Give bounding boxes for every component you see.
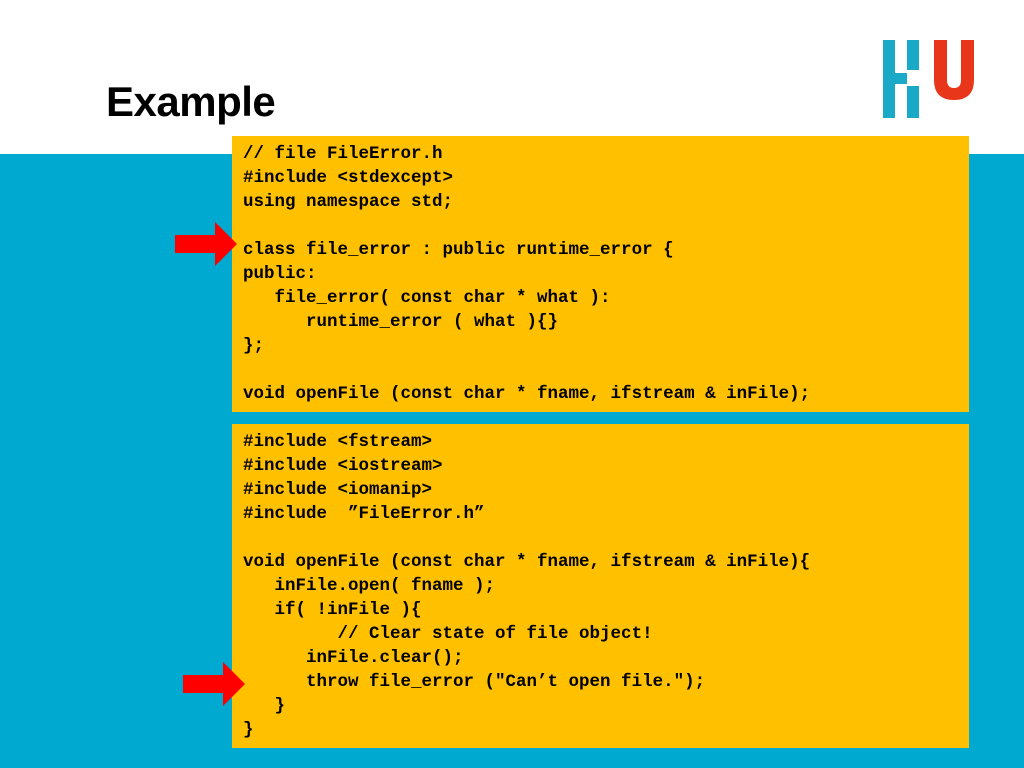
code-block-header: // file FileError.h #include <stdexcept>…	[232, 136, 969, 412]
slide-title: Example	[106, 78, 276, 125]
code-text-header: // file FileError.h #include <stdexcept>…	[243, 144, 811, 404]
red-arrow-icon	[175, 222, 237, 266]
code-text-implementation: #include <fstream> #include <iostream> #…	[243, 432, 811, 740]
code-block-implementation: #include <fstream> #include <iostream> #…	[232, 424, 969, 748]
hu-logo-icon	[883, 40, 974, 118]
red-arrow-icon	[183, 662, 245, 706]
